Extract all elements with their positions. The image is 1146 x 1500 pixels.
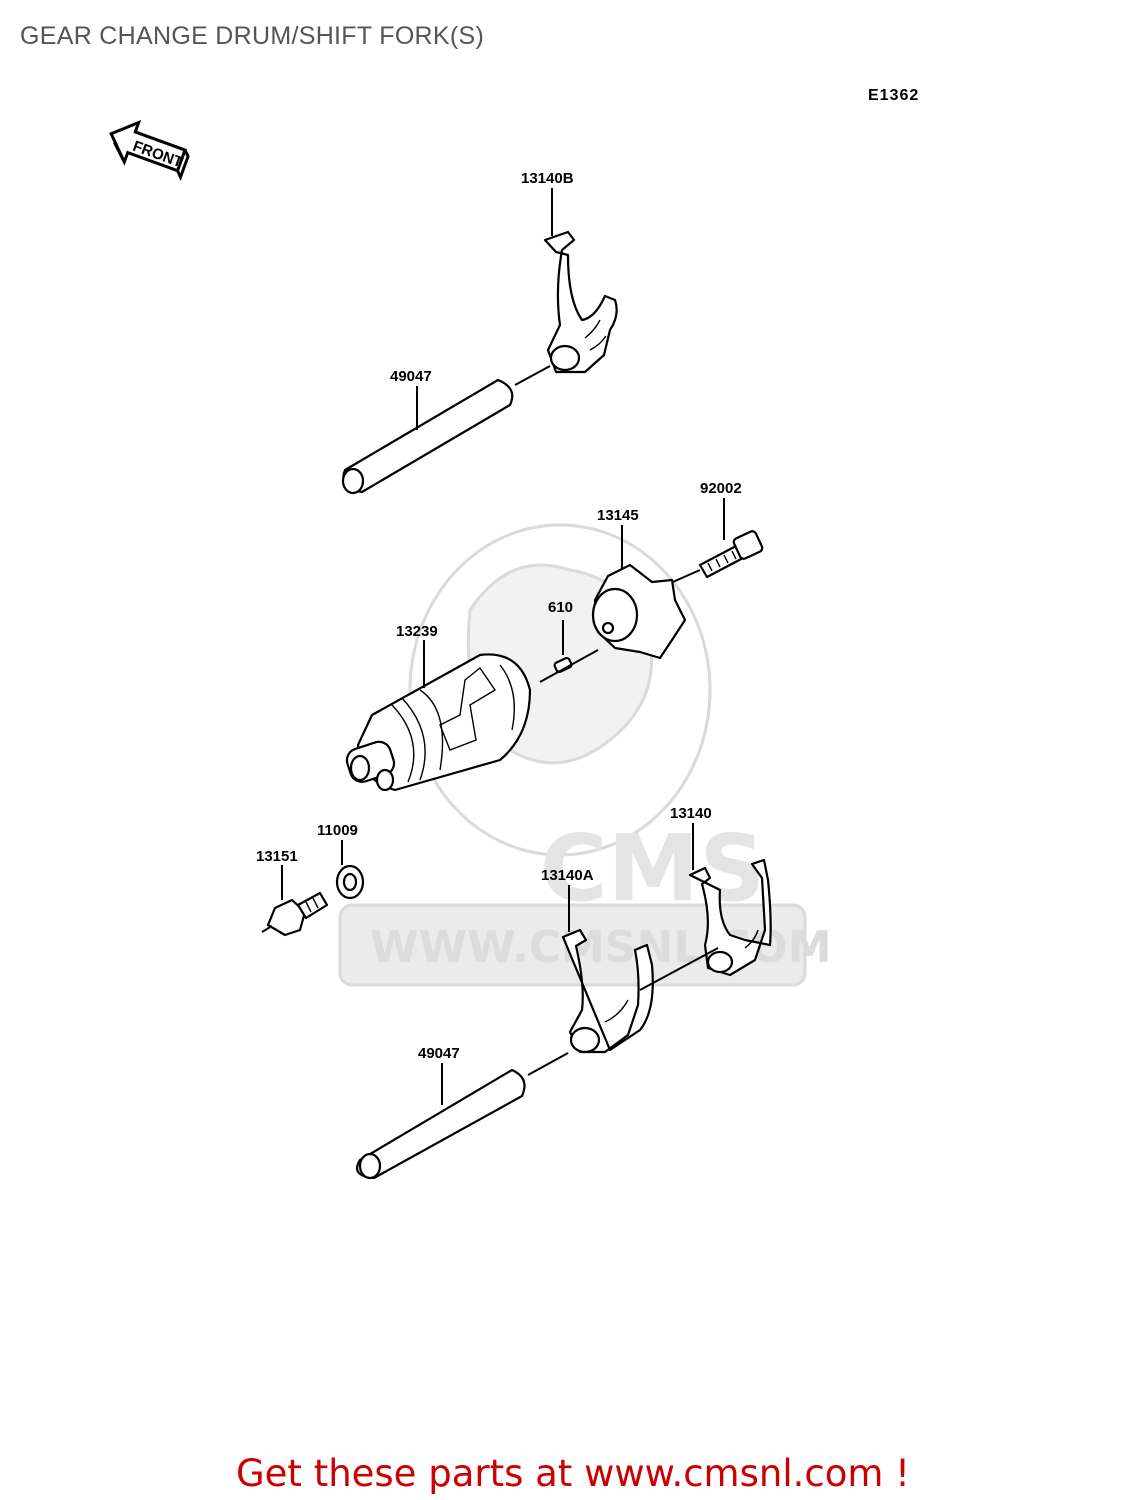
leader-lines xyxy=(281,188,725,1105)
watermark-logo: CMS xyxy=(540,815,765,922)
part-label-92002: 92002 xyxy=(700,480,742,497)
part-label-610: 610 xyxy=(548,599,573,616)
part-label-13140a: 13140A xyxy=(541,867,594,884)
shift-drum-13239 xyxy=(345,653,532,792)
watermark-url: WWW.CMSNL.COM xyxy=(370,922,832,973)
shift-fork-13140b xyxy=(543,230,618,374)
shift-drum-cam-13145 xyxy=(591,563,687,660)
parts-diagram: CMS WWW.CMSNL.COM E1362 FRONT xyxy=(109,87,919,1180)
part-label-13140b: 13140B xyxy=(521,170,574,187)
shift-fork-13140a xyxy=(561,928,654,1054)
neutral-switch-13151 xyxy=(261,891,329,937)
part-label-11009: 11009 xyxy=(317,822,358,839)
bolt-92002 xyxy=(665,530,764,586)
part-label-49047-upper: 49047 xyxy=(390,368,432,385)
part-label-13239: 13239 xyxy=(396,623,438,640)
shift-rod-lower xyxy=(356,947,719,1180)
part-label-13151: 13151 xyxy=(256,848,298,865)
footer-link[interactable]: Get these parts at www.cmsnl.com ! xyxy=(235,1452,910,1495)
shift-rod-upper xyxy=(341,365,551,495)
pin-610 xyxy=(539,620,599,683)
part-label-49047-lower: 49047 xyxy=(418,1045,460,1062)
front-arrow-icon: FRONT xyxy=(109,119,190,182)
washer-11009 xyxy=(335,864,365,900)
shift-fork-13140 xyxy=(688,858,772,977)
diagram-code: E1362 xyxy=(868,87,919,104)
page-title: GEAR CHANGE DRUM/SHIFT FORK(S) xyxy=(20,22,485,50)
part-label-13140: 13140 xyxy=(670,805,712,822)
part-label-13145: 13145 xyxy=(597,507,639,524)
